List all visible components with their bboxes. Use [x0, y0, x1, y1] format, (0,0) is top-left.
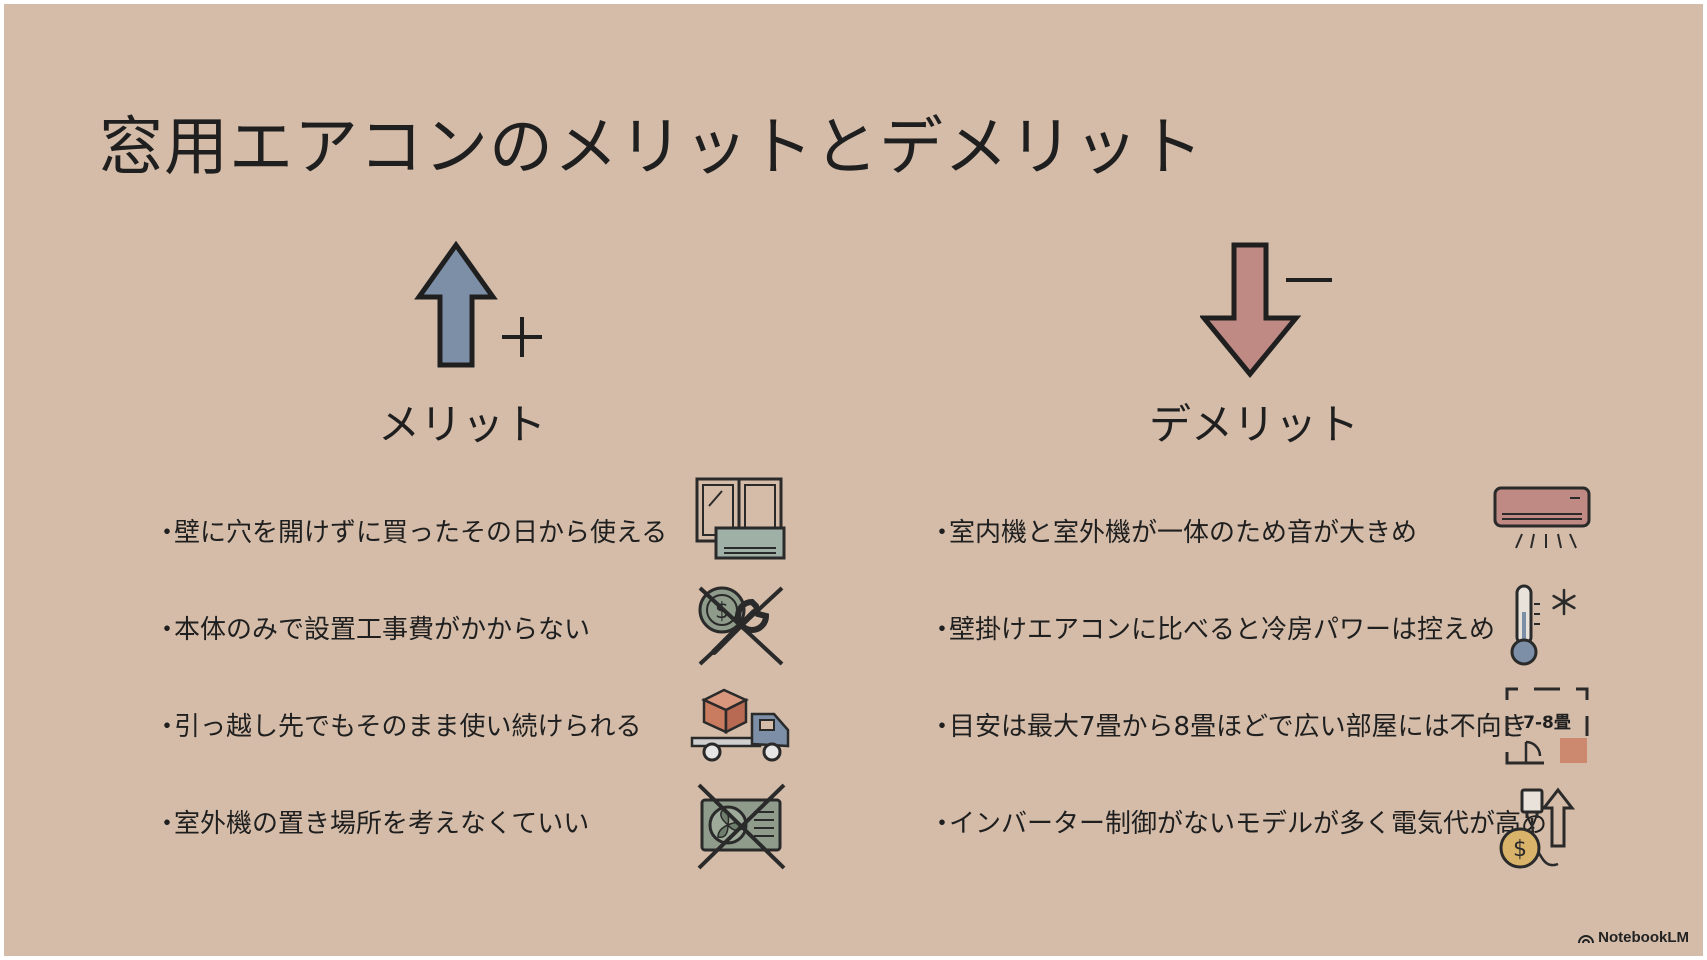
slide: 窓用エアコンのメリットとデメリット メリット ・壁に穴を開けずに買ったその日から… [4, 4, 1703, 956]
merit-item-text: 本体のみで設置工事費がかからない [174, 615, 591, 645]
merit-item: ・本体のみで設置工事費がかからない [154, 613, 590, 647]
bullet: ・ [929, 712, 956, 742]
thermometer-snowflake-icon [1510, 584, 1576, 666]
room-size-icon: 7-8畳 [1505, 687, 1589, 765]
bullet: ・ [929, 518, 956, 548]
demerit-item-text: インバーター制御がないモデルが多く電気代が高め [949, 809, 1548, 839]
room-size-label: 7-8畳 [1523, 713, 1571, 733]
merit-item-text: 引っ越し先でもそのまま使い続けられる [174, 712, 642, 742]
bullet: ・ [154, 615, 181, 645]
bullet: ・ [929, 615, 956, 645]
demerit-item-text: 目安は最大7畳から8畳ほどで広い部屋には不向き [949, 712, 1528, 742]
merit-heading: メリット [377, 400, 547, 449]
demerit-item: ・目安は最大7畳から8畳ほどで広い部屋には不向き [929, 710, 1528, 744]
demerit-item: ・インバーター制御がないモデルが多く電気代が高め [929, 807, 1547, 841]
merit-item: ・壁に穴を開けずに買ったその日から使える [154, 516, 667, 550]
demerit-item: ・室内機と室外機が一体のため音が大きめ [929, 516, 1417, 550]
merit-item: ・室外機の置き場所を考えなくていい [154, 807, 589, 841]
merit-item-text: 壁に穴を開けずに買ったその日から使える [174, 518, 668, 548]
moving-truck-icon [690, 688, 790, 762]
bullet: ・ [154, 809, 181, 839]
notebooklm-logo-icon [1578, 934, 1595, 943]
wall-ac-icon [1493, 486, 1591, 549]
demerit-item-text: 室内機と室外機が一体のため音が大きめ [949, 518, 1418, 548]
down-arrow-minus-icon [1200, 242, 1332, 378]
demerit-item: ・壁掛けエアコンに比べると冷房パワーは控えめ [929, 613, 1495, 647]
brand-name: NotebookLM [1598, 929, 1689, 946]
merit-item-text: 室外機の置き場所を考えなくていい [174, 809, 590, 839]
bullet: ・ [154, 712, 181, 742]
demerit-heading: デメリット [1148, 400, 1360, 449]
svg-text:$: $ [1513, 837, 1527, 862]
window-ac-icon [695, 477, 786, 560]
up-arrow-plus-icon [414, 240, 542, 368]
demerit-item-text: 壁掛けエアコンに比べると冷房パワーは控えめ [949, 615, 1496, 645]
electricity-cost-up-icon: $ [1499, 787, 1576, 869]
bullet: ・ [929, 809, 956, 839]
brand-badge: NotebookLM [1578, 929, 1689, 946]
slide-title: 窓用エアコンのメリットとデメリット [99, 111, 1204, 185]
bullet: ・ [154, 518, 181, 548]
no-cost-wrench-icon: $ [698, 586, 784, 666]
merit-item: ・引っ越し先でもそのまま使い続けられる [154, 710, 641, 744]
no-outdoor-unit-icon [697, 783, 786, 870]
